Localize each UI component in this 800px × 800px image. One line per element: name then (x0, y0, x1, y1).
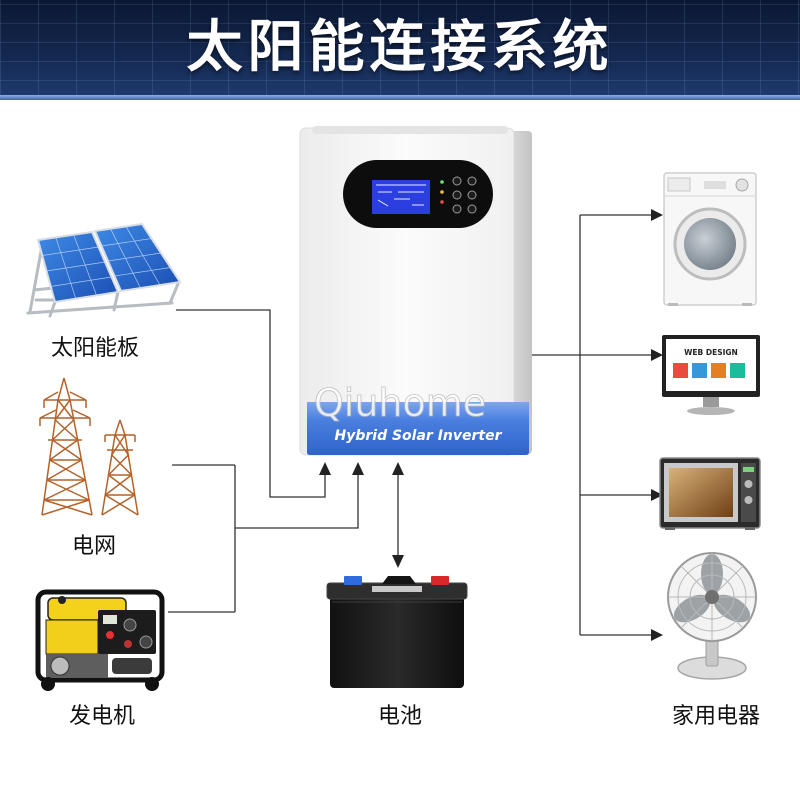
generator-outlet-1 (123, 618, 137, 632)
generator-outlet-3 (124, 640, 132, 648)
power-tower-icon (39, 377, 139, 516)
generator-label: 发电机 (69, 704, 135, 729)
battery-handle (382, 576, 416, 584)
arrow-battery-up (392, 462, 404, 475)
generator-muffler (112, 658, 152, 674)
screen-tile-blue (692, 363, 707, 378)
generator-frame (35, 589, 165, 683)
generator-pull-start (50, 656, 70, 676)
microwave-control-strip (741, 463, 756, 522)
generator-wheel-right (145, 677, 159, 691)
inverter-blue-band (307, 402, 529, 455)
microwave-dial-2 (744, 496, 753, 504)
grid-label: 电网 (72, 534, 116, 559)
generator-wheel-left (41, 677, 55, 691)
indicator-leds (440, 180, 444, 204)
button-up (452, 176, 462, 186)
generator-outlet-2 (139, 635, 153, 649)
watermark-text: Qiuhome (314, 381, 486, 425)
screen-tile-teal (730, 363, 745, 378)
appliances-label: 家用电器 (672, 704, 760, 729)
monitor-base (687, 407, 735, 415)
button-enter (452, 190, 462, 200)
arrow-fan (651, 629, 663, 641)
battery-body (330, 594, 464, 688)
page-title: 太阳能连接系统 (186, 15, 614, 80)
power-tower-large (39, 377, 93, 516)
arrow-microwave (651, 489, 663, 501)
lcd-screen (372, 180, 430, 214)
ac-source-to-inverter-line (235, 474, 359, 529)
arrow-monitor (651, 349, 663, 361)
solar-to-inverter-line (176, 309, 326, 498)
generator-meter (103, 615, 117, 624)
screen-tile-red (673, 363, 688, 378)
arrow-battery-down (392, 555, 404, 568)
battery-terminal-negative (344, 576, 362, 585)
washer-drawer (667, 177, 691, 192)
button-esc (467, 190, 477, 200)
solar-panel-left (36, 230, 120, 304)
generator-icon (35, 589, 165, 691)
button-mode (452, 204, 462, 214)
solar-cell-grid (42, 226, 171, 299)
microwave-window (669, 468, 733, 517)
connector-lines (168, 214, 652, 636)
arrowheads (319, 209, 663, 641)
washing-machine-icon (663, 172, 757, 306)
inverter-icon: Qiuhome Hybrid Solar Inverter (299, 126, 532, 456)
battery-icon (326, 576, 468, 688)
battery-terminal-positive (431, 576, 449, 585)
generator-switch (106, 631, 114, 639)
arrow-solar-up (319, 462, 331, 475)
button-down (467, 176, 477, 186)
microwave-foot-right (745, 527, 755, 530)
battery-label-strip (372, 586, 422, 592)
arrow-ac-up (352, 462, 364, 475)
washer-display (704, 181, 726, 189)
monitor-neck (703, 397, 719, 407)
button-set (467, 204, 477, 214)
solar-panel-label: 太阳能板 (51, 336, 139, 361)
washer-foot-left (668, 303, 678, 306)
lcd-readout (376, 184, 426, 207)
inverter-model-label: Hybrid Solar Inverter (335, 428, 503, 444)
generator-body (45, 619, 99, 655)
control-buttons (452, 176, 477, 214)
solar-panel-icon (26, 222, 182, 318)
washer-door-glass (684, 218, 736, 270)
screen-tile-orange (711, 363, 726, 378)
fan-icon (667, 552, 757, 680)
microwave-foot-left (665, 527, 675, 530)
washer-knob (735, 178, 749, 192)
header-banner: 太阳能连接系统 (0, 0, 800, 100)
washer-foot-right (742, 303, 752, 306)
inverter-side-panel (510, 131, 532, 454)
microwave-icon (659, 457, 761, 530)
fan-hub (705, 590, 719, 604)
inverter-top-cap (312, 126, 508, 134)
battery-label: 电池 (378, 704, 422, 729)
microwave-dial-1 (744, 480, 753, 488)
fuel-cap (58, 596, 66, 604)
arrow-washer (651, 209, 663, 221)
monitor-icon: WEB DESIGN (662, 335, 760, 415)
power-tower-small (101, 419, 139, 516)
monitor-screen-title: WEB DESIGN (684, 348, 738, 357)
microwave-display (743, 467, 754, 472)
